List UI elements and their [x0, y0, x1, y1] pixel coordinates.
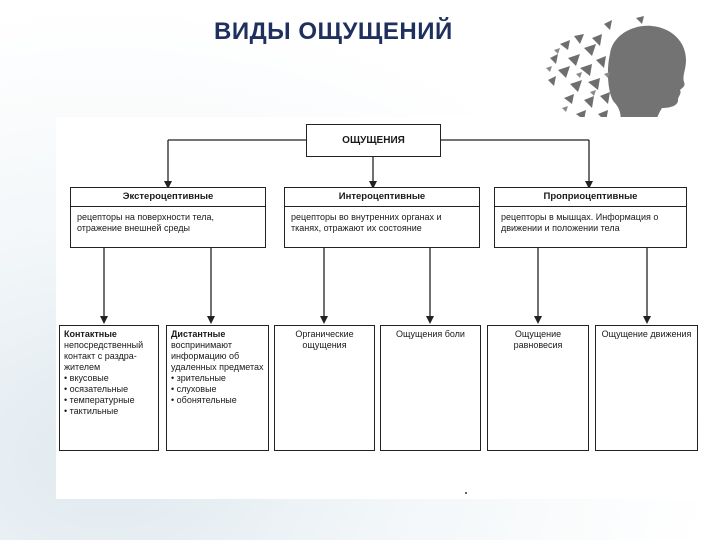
leaf-list-item: вкусовые: [64, 373, 154, 384]
leaf-distant: Дистантные воспринимают информацию об уд…: [166, 325, 269, 451]
leaf-text: Ощущение движения: [601, 329, 692, 339]
leaf-list-item: зрительные: [171, 373, 264, 384]
leaf-list-item: температурные: [64, 395, 154, 406]
category-description: рецепторы на поверхности тела, отражение…: [71, 206, 265, 234]
leaf-text: воспринимают информацию об удаленных пре…: [171, 340, 264, 372]
root-node: ОЩУЩЕНИЯ: [306, 124, 441, 157]
diagram-panel: ОЩУЩЕНИЯ Экстероцептивные рецепторы на п…: [56, 117, 698, 499]
leaf-list-item: слуховые: [171, 384, 264, 395]
category-interoceptive: Интероцептивные рецепторы во внутренних …: [284, 187, 480, 248]
fragmented-head-icon: [546, 16, 686, 126]
category-title: Проприоцептивные: [543, 191, 638, 202]
leaf-organic: Органические ощущения: [274, 325, 375, 451]
stray-dot: [465, 492, 467, 494]
leaf-text: непосредственный контакт с раздра-жителе…: [64, 340, 144, 372]
leaf-pain: Ощущения боли: [380, 325, 481, 451]
category-title: Интероцептивные: [338, 191, 426, 202]
leaf-list-item: тактильные: [64, 406, 154, 417]
leaf-text: Ощущение равновесия: [513, 329, 563, 350]
category-description: рецепторы во внутренних органах и тканях…: [285, 206, 479, 234]
head-illustration: [540, 14, 700, 132]
slide-title: ВИДЫ ОЩУЩЕНИЙ: [214, 18, 453, 45]
leaf-balance: Ощущение равновесия: [487, 325, 589, 451]
leaf-text: Ощущения боли: [396, 329, 465, 339]
leaf-contact: Контактные непосредственный контакт с ра…: [59, 325, 159, 451]
root-label: ОЩУЩЕНИЯ: [342, 135, 405, 146]
leaf-text: Органические ощущения: [295, 329, 354, 350]
connector-lines: [100, 139, 651, 324]
leaf-movement: Ощущение движения: [595, 325, 698, 451]
category-description: рецепторы в мышцах. Информация о движени…: [495, 206, 686, 234]
leaf-title: Дистантные: [171, 329, 226, 339]
category-proprioceptive: Проприоцептивные рецепторы в мышцах. Инф…: [494, 187, 687, 248]
category-exteroceptive: Экстероцептивные рецепторы на поверхност…: [70, 187, 266, 248]
leaf-title: Контактные: [64, 329, 117, 339]
category-title: Экстероцептивные: [122, 191, 214, 202]
leaf-list-item: осязательные: [64, 384, 154, 395]
leaf-list-item: обонятельные: [171, 395, 264, 406]
